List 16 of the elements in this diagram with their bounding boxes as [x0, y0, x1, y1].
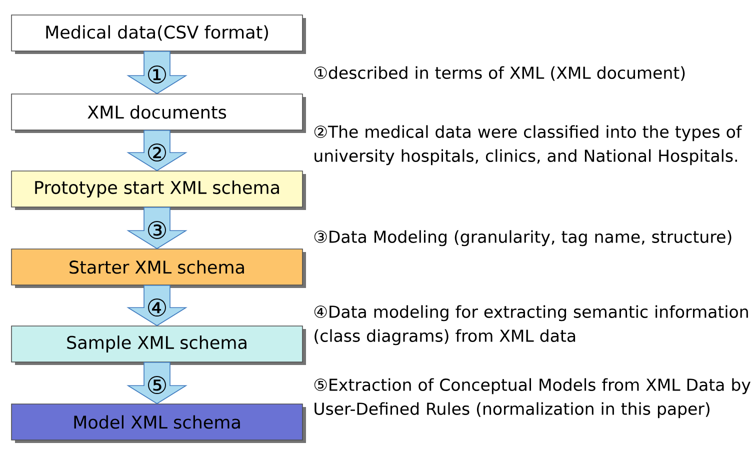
process-box: Starter XML schema [11, 248, 306, 288]
process-box: Prototype start XML schema [11, 170, 306, 210]
process-box: Sample XML schema [11, 326, 306, 365]
description-text: ②The medical data were classified into the types of university hospitals, clinics, and National Hospitals. [314, 125, 742, 166]
description-text: ①described in terms of XML (XML document) [314, 66, 685, 81]
edge-label: ③ [146, 221, 168, 239]
edge-label: ② [146, 144, 168, 162]
description-text: ④Data modeling for extracting semantic information (class diagrams) from XML data [314, 305, 748, 346]
process-box: Medical data(CSV format) [11, 14, 306, 54]
edge-label: ⑤ [146, 376, 168, 394]
process-box: XML documents [11, 94, 306, 133]
edge-label: ④ [146, 298, 168, 316]
process-box: Model XML schema [11, 404, 306, 443]
description-text: ⑤Extraction of Conceptual Models from XML Data by User-Defined Rules (normalization in this paper) [314, 378, 750, 418]
edge-label: ① [146, 66, 168, 84]
description-text: ③Data Modeling (granularity, tag name, structure) [314, 230, 732, 246]
